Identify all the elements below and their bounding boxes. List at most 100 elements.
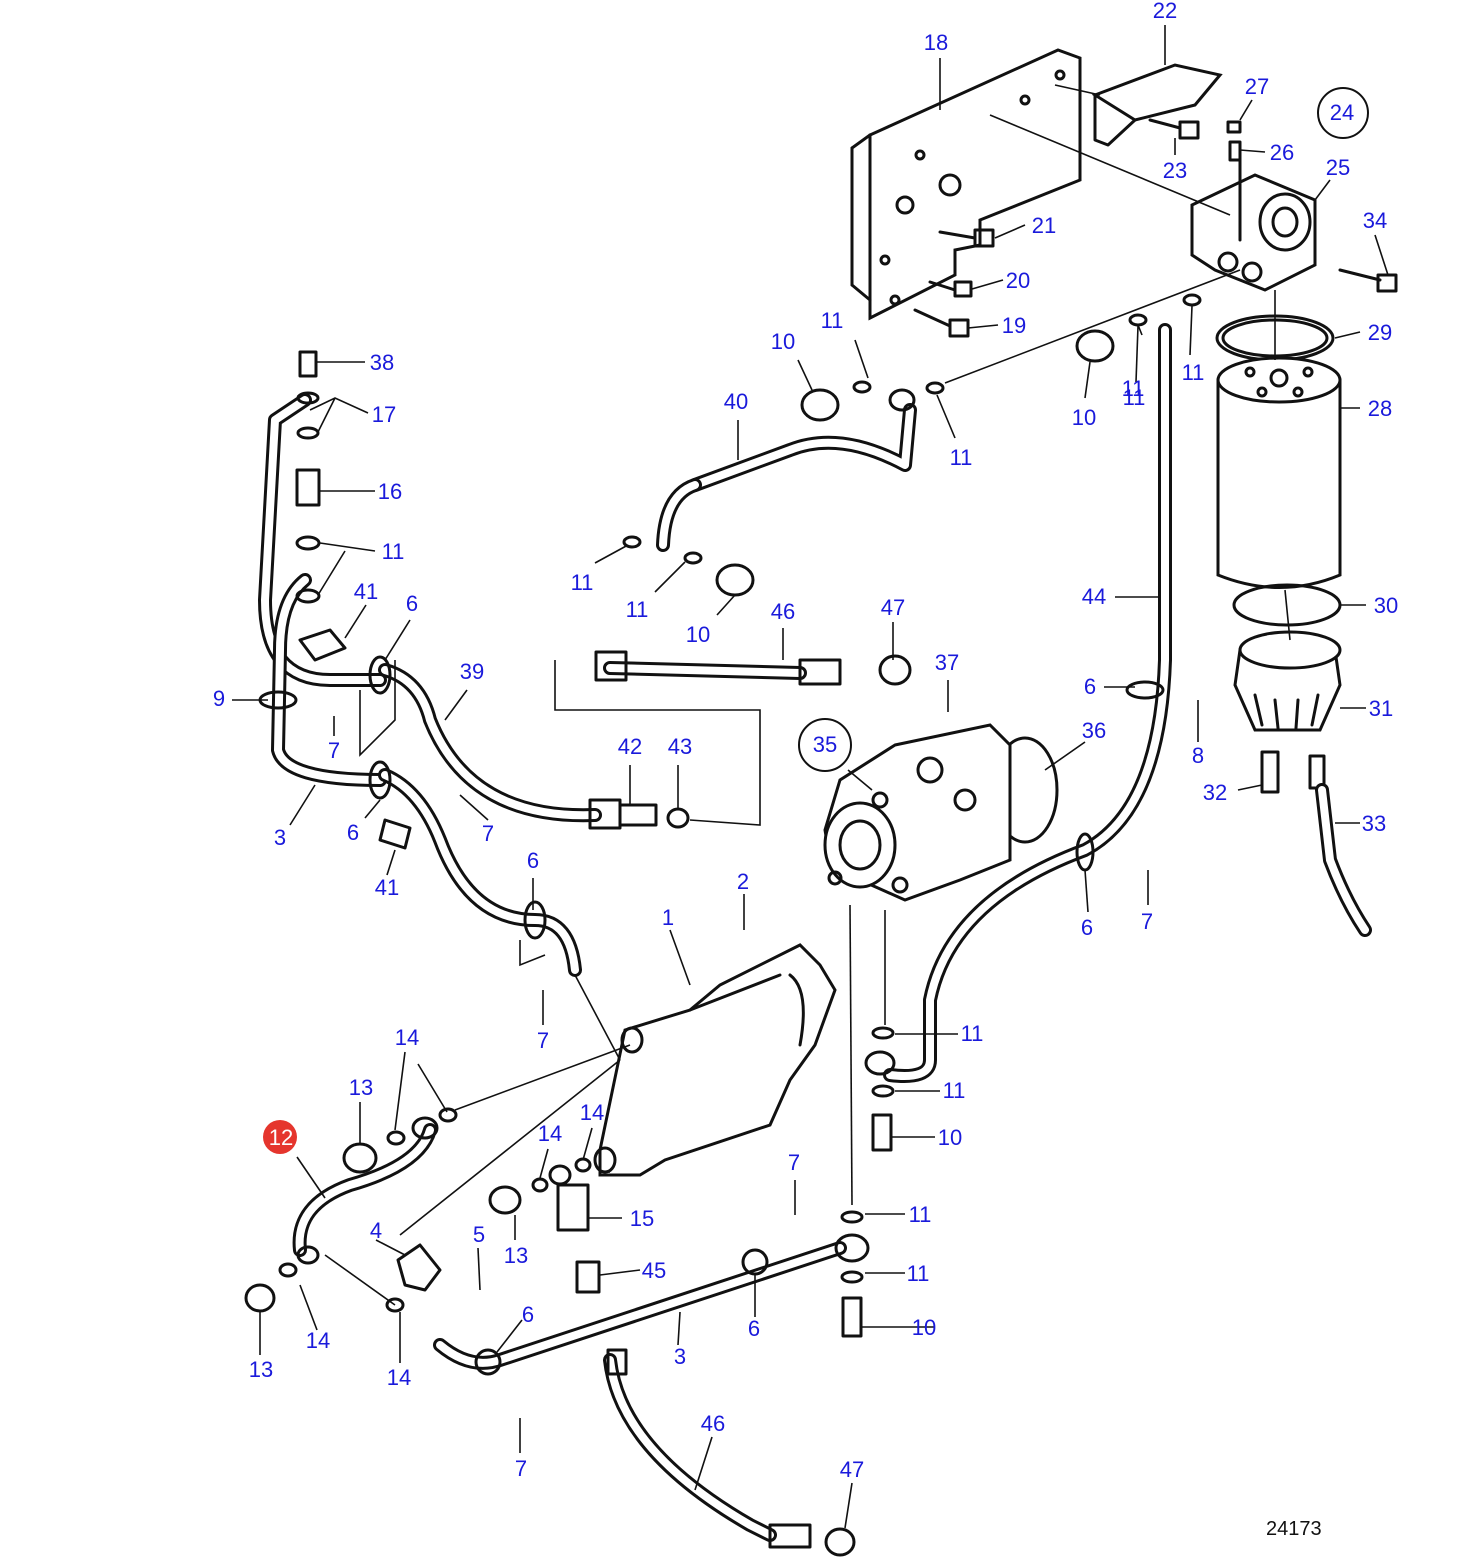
callout-27: 27 xyxy=(1245,74,1269,99)
callout-6c: 6 xyxy=(347,820,359,845)
callout-43: 43 xyxy=(668,734,692,759)
callout-6d: 6 xyxy=(527,848,539,873)
callout-12: 12 xyxy=(269,1125,293,1150)
callout-30: 30 xyxy=(1374,593,1398,618)
callout-circle-24 xyxy=(1317,87,1369,139)
callout-6a: 6 xyxy=(406,591,418,616)
callout-35: 35 xyxy=(813,732,837,757)
callout-44: 44 xyxy=(1082,584,1106,609)
callout-10a: 10 xyxy=(771,329,795,354)
callout-6f: 6 xyxy=(522,1302,534,1327)
callout-15: 15 xyxy=(630,1206,654,1231)
callout-34: 34 xyxy=(1363,208,1387,233)
callout-10d: 10 xyxy=(938,1125,962,1150)
callout-40: 40 xyxy=(724,389,748,414)
callout-10e: 10 xyxy=(912,1315,936,1340)
callout-6b: 6 xyxy=(1084,674,1096,699)
callout-11h: 11 xyxy=(626,597,649,622)
callout-31: 31 xyxy=(1369,696,1393,721)
callout-11i: 11 xyxy=(961,1021,984,1046)
callout-11a: 11 xyxy=(821,308,844,333)
callout-17: 17 xyxy=(372,402,396,427)
callout-3b: 3 xyxy=(674,1344,686,1369)
callout-39: 39 xyxy=(460,659,484,684)
callout-10c: 10 xyxy=(686,622,710,647)
callout-11g: 11 xyxy=(571,570,594,595)
filter-head-25 xyxy=(1190,120,1317,292)
callout-14a: 14 xyxy=(395,1025,419,1050)
callout-11k: 11 xyxy=(909,1202,932,1227)
callout-6g: 6 xyxy=(748,1316,760,1341)
callout-11c: 11 xyxy=(1182,360,1205,385)
callout-8: 8 xyxy=(1192,743,1204,768)
callout-42: 42 xyxy=(618,734,642,759)
callout-38: 38 xyxy=(370,350,394,375)
callout-13c: 13 xyxy=(249,1357,273,1382)
callout-14e: 14 xyxy=(387,1365,411,1390)
callout-29: 29 xyxy=(1368,320,1392,345)
callout-22: 22 xyxy=(1153,0,1177,23)
mounting-bracket-18 xyxy=(850,48,1082,321)
callout-1: 1 xyxy=(662,905,674,930)
callout-13a: 13 xyxy=(349,1075,373,1100)
callout-18: 18 xyxy=(924,30,948,55)
callout-11j: 11 xyxy=(943,1078,966,1103)
callout-9: 9 xyxy=(213,686,225,711)
callout-23: 23 xyxy=(1163,158,1187,183)
fittings xyxy=(244,293,1202,1557)
callout-45: 45 xyxy=(642,1258,666,1283)
callout-21: 21 xyxy=(1032,213,1056,238)
callout-41a: 41 xyxy=(354,579,378,604)
callout-19: 19 xyxy=(1002,313,1026,338)
callout-47a: 47 xyxy=(881,595,905,620)
callout-13b: 13 xyxy=(504,1243,528,1268)
assembly-lines xyxy=(324,84,1291,1306)
callout-36: 36 xyxy=(1082,718,1106,743)
callout-16: 16 xyxy=(378,479,402,504)
callout-11d: 11 xyxy=(950,445,973,470)
hoses xyxy=(258,323,1372,1542)
callout-37: 37 xyxy=(935,650,959,675)
callout-11f: 11 xyxy=(382,539,405,564)
callout-3a: 3 xyxy=(274,825,286,850)
callout-circle-35 xyxy=(798,718,852,772)
callout-10b: 10 xyxy=(1072,405,1096,430)
callout-14c: 14 xyxy=(538,1121,562,1146)
callout-28: 28 xyxy=(1368,396,1392,421)
drawing-number: 24173 xyxy=(1266,1518,1322,1540)
callout-7f: 7 xyxy=(515,1456,527,1481)
callout-11l: 11 xyxy=(907,1261,930,1286)
callout-5: 5 xyxy=(473,1222,485,1247)
callout-7c: 7 xyxy=(1141,909,1153,934)
steering-pump-36 xyxy=(823,723,1059,902)
callout-14d: 14 xyxy=(306,1328,330,1353)
callout-25: 25 xyxy=(1326,155,1350,180)
callout-7e: 7 xyxy=(788,1150,800,1175)
callout-7b: 7 xyxy=(482,821,494,846)
callout-7a: 7 xyxy=(328,738,340,763)
callout-47b: 47 xyxy=(840,1457,864,1482)
callout-6e: 6 xyxy=(1081,915,1093,940)
bolts-bracket xyxy=(913,118,1398,338)
callout-46b: 46 xyxy=(701,1411,725,1436)
callout-7d: 7 xyxy=(537,1028,549,1053)
oil-cooler-1 xyxy=(593,943,837,1177)
callout-20: 20 xyxy=(1006,268,1030,293)
callout-33: 33 xyxy=(1362,811,1386,836)
callout-2: 2 xyxy=(737,869,749,894)
callout-11b: 11 xyxy=(1123,385,1146,410)
callout-4: 4 xyxy=(370,1218,382,1243)
callout-46a: 46 xyxy=(771,599,795,624)
callout-41b: 41 xyxy=(375,875,399,900)
callout-14b: 14 xyxy=(580,1100,604,1125)
callout-leaders xyxy=(232,25,1389,1529)
bracket-22 xyxy=(1091,63,1223,147)
highlight-badge-12 xyxy=(263,1120,297,1154)
callout-24: 24 xyxy=(1330,100,1354,125)
callout-26: 26 xyxy=(1270,140,1294,165)
filter-element-28 xyxy=(1215,314,1342,794)
callout-32: 32 xyxy=(1203,780,1227,805)
callout-11e: 11 xyxy=(1122,376,1145,401)
